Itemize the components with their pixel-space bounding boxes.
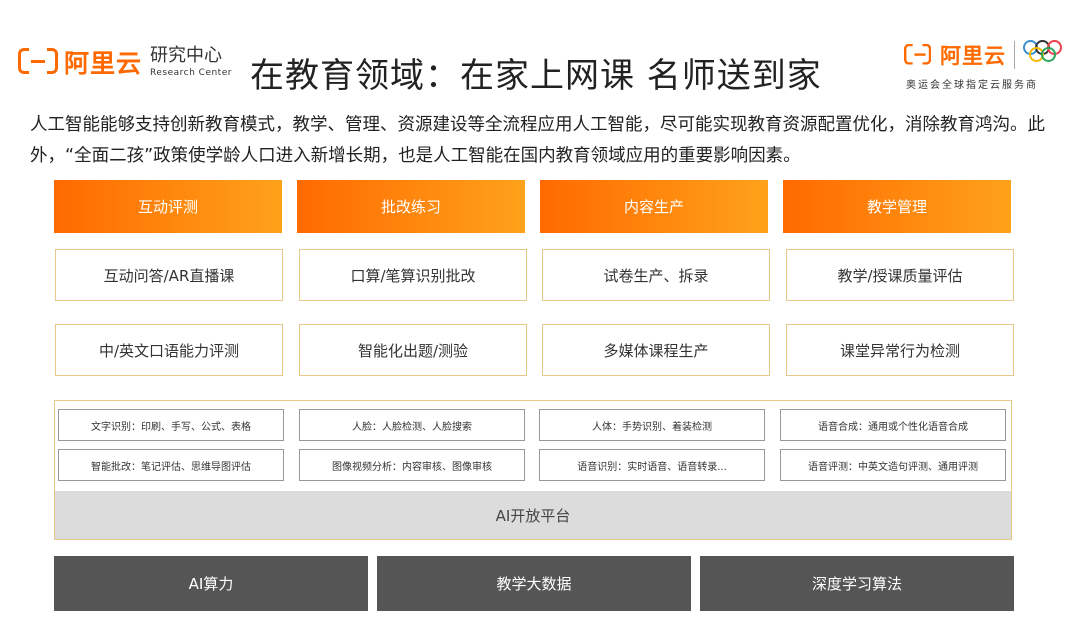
category-header: 批改练习 xyxy=(297,180,525,233)
sponsor-text: 奥运会全球指定云服务商 xyxy=(906,80,1038,91)
logo-left-sub-en: Research Center xyxy=(150,67,232,78)
application-box: 教学/授课质量评估 xyxy=(786,249,1014,301)
base-layer-box: AI算力 xyxy=(54,556,368,611)
logo-right-text: 阿里云 xyxy=(940,44,1006,68)
capability-box: 文字识别：印刷、手写、公式、表格 xyxy=(58,409,284,441)
base-layer-box: 教学大数据 xyxy=(377,556,691,611)
logo-divider xyxy=(1014,41,1015,69)
aliyun-logo-icon xyxy=(18,48,58,76)
capability-box: 智能批改：笔记评估、思维导图评估 xyxy=(58,449,284,481)
aliyun-research-logo: 阿里云 研究中心 Research Center xyxy=(18,42,232,82)
application-box: 多媒体课程生产 xyxy=(542,324,770,376)
application-box: 试卷生产、拆录 xyxy=(542,249,770,301)
capability-box: 语音合成：通用或个性化语音合成 xyxy=(780,409,1006,441)
page-title: 在教育领域：在家上网课 名师送到家 xyxy=(250,56,822,96)
ai-platform-frame xyxy=(54,400,1012,540)
logo-left-sub-cn: 研究中心 xyxy=(150,44,223,66)
aliyun-olympic-logo: 阿里云 xyxy=(904,40,1075,70)
capability-box: 人体：手势识别、着装检测 xyxy=(539,409,765,441)
ai-platform-label: AI开放平台 xyxy=(55,491,1011,539)
application-box: 课堂异常行为检测 xyxy=(786,324,1014,376)
olympic-rings-icon xyxy=(1023,40,1075,70)
category-header: 教学管理 xyxy=(783,180,1011,233)
capability-box: 语音评测：中英文造句评测、通用评测 xyxy=(780,449,1006,481)
base-layer-box: 深度学习算法 xyxy=(700,556,1014,611)
application-box: 智能化出题/测验 xyxy=(299,324,527,376)
application-box: 互动问答/AR直播课 xyxy=(55,249,283,301)
application-box: 中/英文口语能力评测 xyxy=(55,324,283,376)
intro-paragraph: 人工智能能够支持创新教育模式，教学、管理、资源建设等全流程应用人工智能，尽可能实… xyxy=(30,115,1045,166)
application-box: 口算/笔算识别批改 xyxy=(299,249,527,301)
aliyun-logo-icon xyxy=(904,43,932,66)
logo-left-text: 阿里云 xyxy=(64,49,143,78)
category-header: 互动评测 xyxy=(54,180,282,233)
category-header: 内容生产 xyxy=(540,180,768,233)
capability-box: 图像视频分析：内容审核、图像审核 xyxy=(299,449,525,481)
capability-box: 语音识别：实时语音、语音转录... xyxy=(539,449,765,481)
capability-box: 人脸：人脸检测、人脸搜索 xyxy=(299,409,525,441)
